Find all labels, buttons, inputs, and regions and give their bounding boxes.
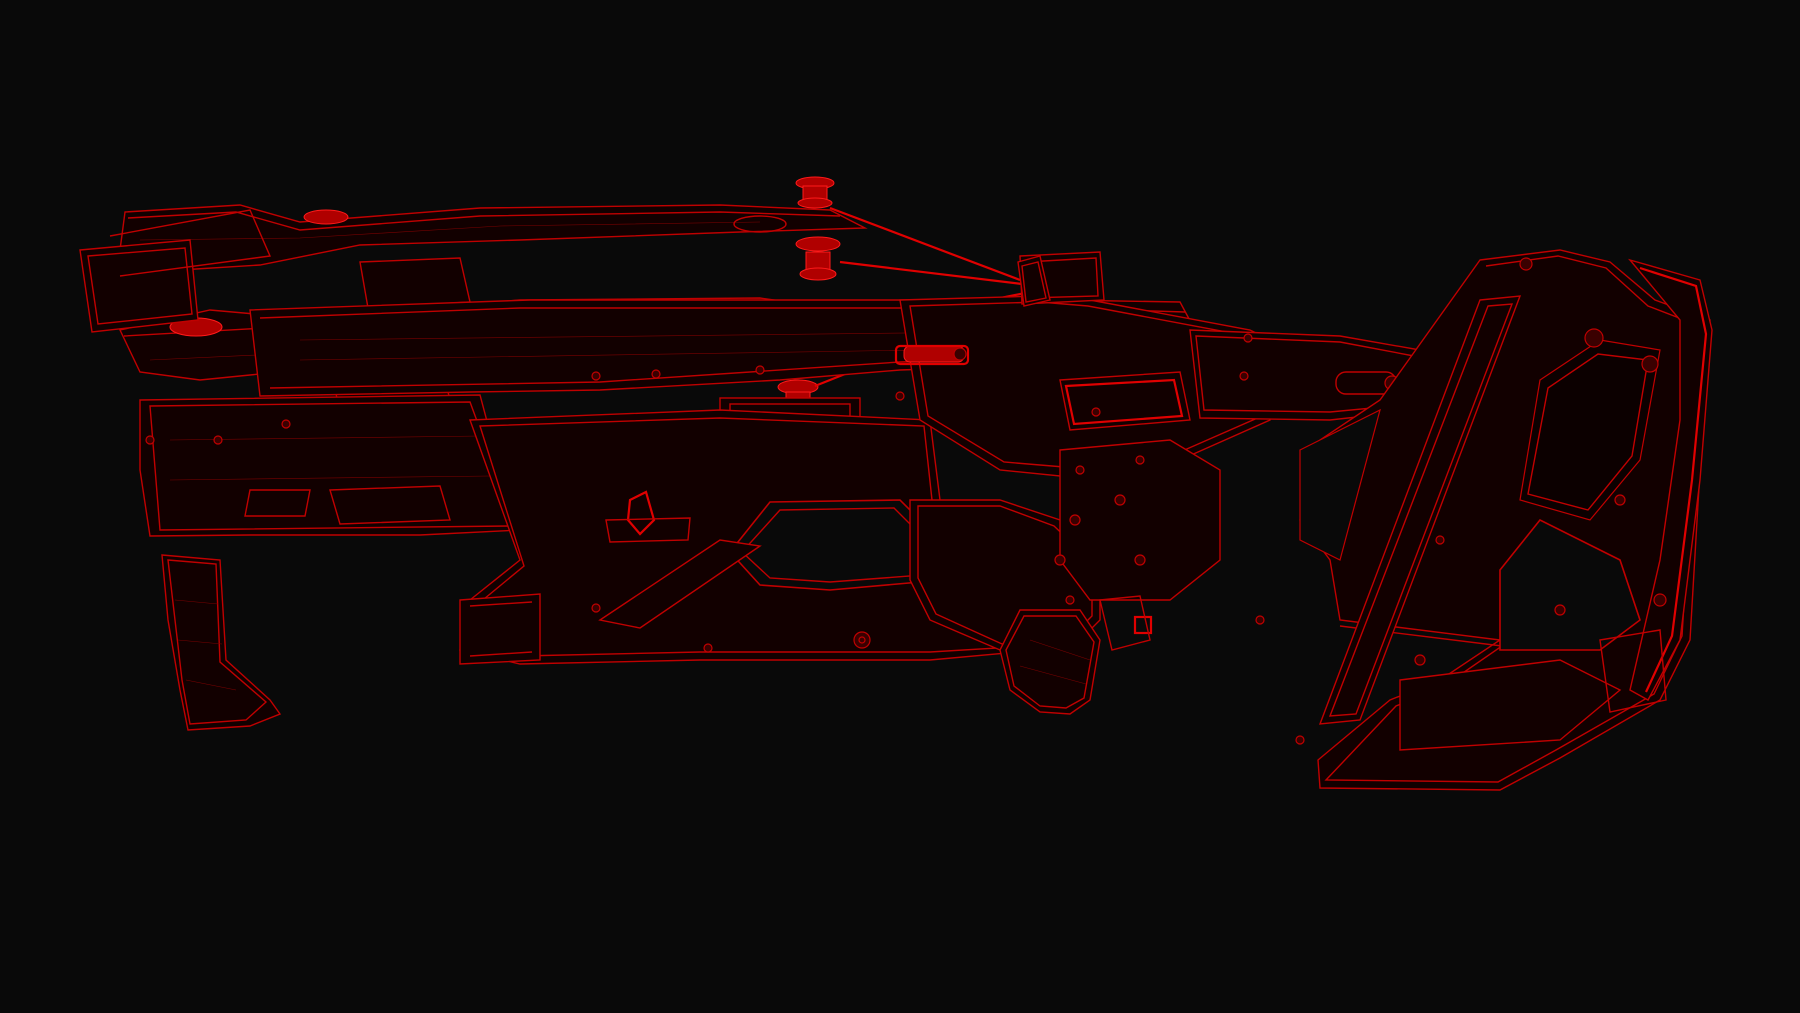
bow-limb-upper	[119, 204, 868, 271]
foregrip	[161, 554, 282, 731]
stock	[1299, 249, 1713, 791]
pistol-grip	[999, 595, 1153, 715]
cam-pulley-top	[795, 176, 841, 281]
handguard	[139, 394, 521, 537]
string-anchor	[894, 255, 1051, 366]
fasteners	[145, 333, 1445, 745]
trigger-housing	[459, 409, 1041, 665]
receiver	[899, 251, 1271, 481]
